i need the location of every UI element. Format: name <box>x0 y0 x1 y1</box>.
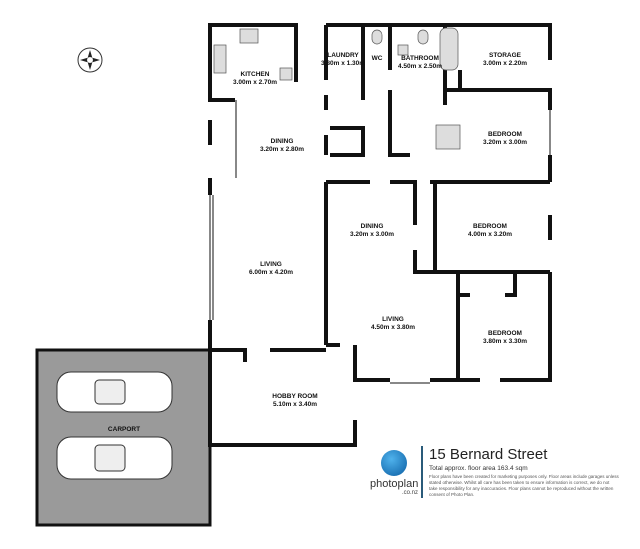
room-name: LAUNDRY <box>327 52 359 59</box>
photoplan-logo: photoplan .co.nz <box>370 450 418 496</box>
shower-icon <box>435 124 461 150</box>
toilet-icon <box>417 29 429 45</box>
info-panel: 15 Bernard Street Total approx. floor ar… <box>421 446 619 498</box>
room-size: 3.80m x 1.30m <box>320 60 366 67</box>
sink-icon <box>397 44 409 56</box>
room-size: 4.00m x 3.20m <box>467 231 513 238</box>
bathtub-icon <box>439 27 459 71</box>
room-name: CARPORT <box>107 426 141 433</box>
disclaimer: Floor plans have been created for market… <box>429 474 619 497</box>
room-size: 5.10m x 3.40m <box>272 401 318 408</box>
logo-brand: photoplan <box>370 478 419 490</box>
room-name: DINING <box>270 138 294 145</box>
room-name: BEDROOM <box>473 223 507 230</box>
room-size: 3.00m x 2.20m <box>482 60 528 67</box>
room-carport: CARPORT <box>108 426 140 434</box>
room-name: BEDROOM <box>488 131 522 138</box>
car-icon <box>56 371 173 413</box>
room-size: 6.00m x 4.20m <box>248 269 294 276</box>
stove-icon <box>239 28 259 44</box>
fixtures <box>213 27 461 150</box>
room-name: BATHROOM <box>401 55 439 62</box>
floor-area: Total approx. floor area 163.4 sqm <box>429 465 528 472</box>
room-size: 3.20m x 3.00m <box>482 139 528 146</box>
house-globe-icon <box>381 450 407 476</box>
toilet-icon <box>371 29 383 45</box>
sink-icon <box>213 44 227 74</box>
room-size: 3.20m x 2.80m <box>259 146 305 153</box>
address: 15 Bernard Street <box>429 446 548 463</box>
room-name: DINING <box>360 223 384 230</box>
room-name: KITCHEN <box>240 71 270 78</box>
windows <box>209 100 551 384</box>
sink-icon <box>279 67 293 81</box>
room-name: WC <box>371 55 383 62</box>
room-name: LIVING <box>260 261 282 268</box>
room-size: 3.20m x 3.00m <box>349 231 395 238</box>
room-name: BEDROOM <box>488 330 522 337</box>
logo-tld: .co.nz <box>401 490 418 496</box>
room-size: 3.80m x 3.30m <box>482 338 528 345</box>
room-wc: WC <box>372 55 383 63</box>
room-size: 4.50m x 3.80m <box>370 324 416 331</box>
room-name: HOBBY ROOM <box>272 393 318 400</box>
room-size: 3.00m x 2.70m <box>232 79 278 86</box>
room-size: 4.50m x 2.50m <box>397 63 443 70</box>
walls <box>208 23 552 447</box>
compass-icon <box>77 47 103 73</box>
room-name: STORAGE <box>488 52 522 59</box>
room-name: LIVING <box>382 316 404 323</box>
car-icon <box>56 436 173 480</box>
